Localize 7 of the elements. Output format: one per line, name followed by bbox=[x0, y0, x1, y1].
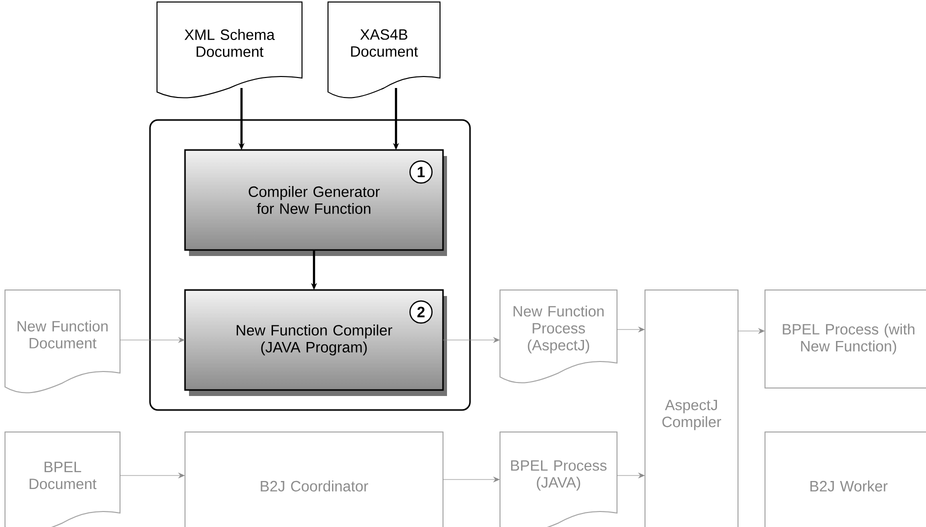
step-number: 2 bbox=[409, 300, 433, 324]
process-box: BPEL Process (with New Function) bbox=[764, 290, 926, 388]
process-box: B2J Worker bbox=[764, 432, 926, 527]
group-frame bbox=[149, 119, 471, 411]
process-box: B2J Coordinator bbox=[184, 432, 444, 527]
process-box: AspectJ Compiler bbox=[644, 290, 738, 527]
step-number: 1 bbox=[409, 160, 433, 184]
